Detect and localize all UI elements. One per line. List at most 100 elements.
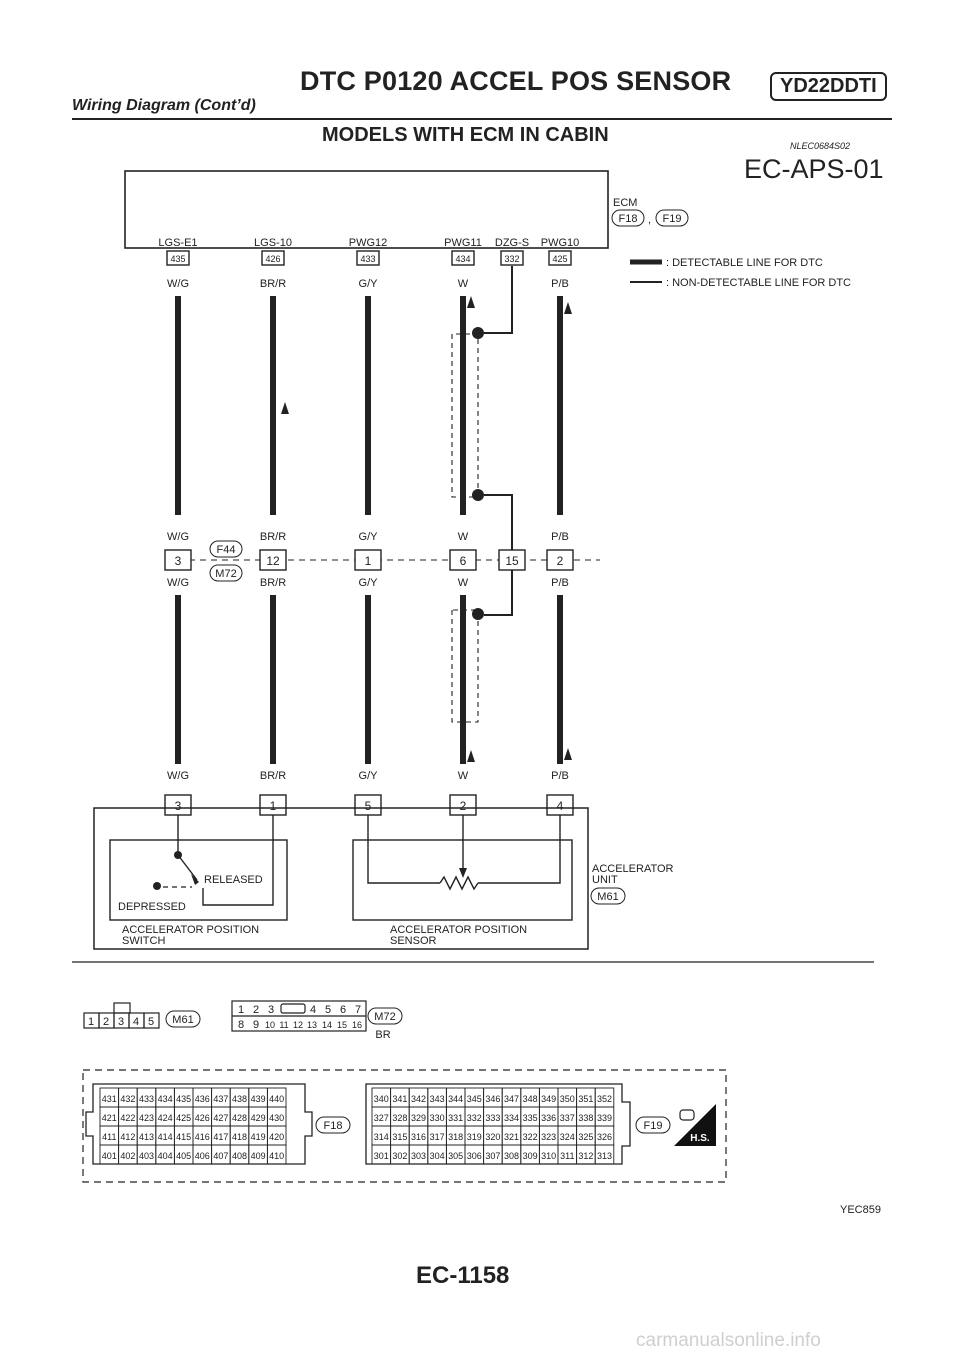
pin-number: 430 <box>269 1113 284 1123</box>
ecm-pin-box <box>166 250 190 266</box>
sensor-wire-pin4 <box>478 815 561 884</box>
joint-pin: 1 <box>365 554 372 568</box>
shield-drain-wire-upper <box>484 266 513 334</box>
pin-number: 349 <box>541 1094 556 1104</box>
pin-number: 351 <box>578 1094 593 1104</box>
pin-number: 338 <box>578 1113 593 1123</box>
wire-color-label: P/B <box>551 278 569 290</box>
pin-number: 308 <box>504 1151 519 1161</box>
pin-number: 342 <box>411 1094 426 1104</box>
ecm-pin: 435 <box>170 254 185 264</box>
page-subtitle: Wiring Diagram (Cont’d) <box>72 97 256 114</box>
pin-number: 425 <box>176 1113 191 1123</box>
pin-number: 410 <box>269 1151 284 1161</box>
accelerator-unit-box <box>93 807 589 950</box>
unit-pin: 1 <box>270 799 277 813</box>
pin-number: 303 <box>411 1151 426 1161</box>
wire-color-label: P/B <box>551 531 569 543</box>
section-title: MODELS WITH ECM IN CABIN <box>322 124 609 146</box>
connector-m61-face <box>83 1002 160 1029</box>
engine-code-badge: YD22DDTI <box>770 72 887 101</box>
joint-pin: 3 <box>175 554 182 568</box>
f19-id: F19 <box>644 1120 663 1132</box>
pin-number: 413 <box>139 1132 154 1142</box>
pin-number: 347 <box>504 1094 519 1104</box>
pin-number: 348 <box>523 1094 538 1104</box>
joint-pin: 2 <box>557 554 564 568</box>
wire-color-label: W <box>458 577 469 589</box>
ecm-box <box>124 170 609 249</box>
page-title: DTC P0120 ACCEL POS SENSOR <box>300 66 732 96</box>
unit-label-line2: UNIT <box>592 874 618 886</box>
wire-color-label: W/G <box>167 577 189 589</box>
switch-box <box>109 839 288 921</box>
pin-number: 343 <box>430 1094 445 1104</box>
m72-color: BR <box>375 1029 390 1041</box>
pin-number: 344 <box>448 1094 463 1104</box>
wire-color-label: G/Y <box>359 577 379 589</box>
m72-id-badge <box>367 1007 403 1025</box>
m72-key <box>280 1003 306 1014</box>
switch-depressed-label: DEPRESSED <box>118 901 186 913</box>
pin-number: 309 <box>523 1151 538 1161</box>
joint-connector-bottom: M72 <box>215 568 236 580</box>
pin-cell <box>594 1144 615 1165</box>
pin-number: 305 <box>448 1151 463 1161</box>
pin-number: 405 <box>176 1151 191 1161</box>
pin-number: 346 <box>485 1094 500 1104</box>
sensor-label-line2: SENSOR <box>390 935 437 947</box>
header-rule <box>72 118 892 120</box>
m61-id: M61 <box>172 1014 193 1026</box>
pin-number: 329 <box>411 1113 426 1123</box>
pin-number: 315 <box>392 1132 407 1142</box>
unit-pin: 4 <box>557 799 564 813</box>
shield-lower-outline <box>451 609 479 723</box>
pin-number: 424 <box>158 1113 173 1123</box>
f18-id: F18 <box>324 1120 343 1132</box>
unit-connector-badge <box>590 887 626 905</box>
ecm-terminal-name: PWG10 <box>541 237 580 249</box>
wire-color-label: G/Y <box>359 278 379 290</box>
pin-number: 317 <box>430 1132 445 1142</box>
m72-pin: 13 <box>307 1020 317 1030</box>
joint-connector-top: F44 <box>217 544 236 556</box>
wire-color-label: G/Y <box>359 770 379 782</box>
joint-pin-box <box>498 549 526 571</box>
pin-number: 327 <box>374 1113 389 1123</box>
wire-color-label: BR/R <box>260 531 286 543</box>
pin-number: 406 <box>195 1151 210 1161</box>
legend-nondetectable-label: : NON-DETECTABLE LINE FOR DTC <box>666 277 851 289</box>
ecm-pin: 426 <box>265 254 280 264</box>
pin-number: 437 <box>213 1094 228 1104</box>
ecm-terminal-name: PWG12 <box>349 237 388 249</box>
ecm-pin-box <box>451 250 475 266</box>
wire-color-label: G/Y <box>359 531 379 543</box>
section-ref: NLEC0684S02 <box>790 141 851 151</box>
pin-number: 306 <box>467 1151 482 1161</box>
wire-color-label: BR/R <box>260 577 286 589</box>
ecm-pin: 434 <box>455 254 470 264</box>
pin-number: 314 <box>374 1132 389 1142</box>
pin-number: 332 <box>467 1113 482 1123</box>
shield-ground-dot <box>472 608 484 620</box>
pin-number: 324 <box>560 1132 575 1142</box>
unit-pin: 2 <box>460 799 467 813</box>
pin-number: 337 <box>560 1113 575 1123</box>
pin-number: 429 <box>251 1113 266 1123</box>
wire-color-label: W <box>458 278 469 290</box>
pin-number: 440 <box>269 1094 284 1104</box>
pin-number: 331 <box>448 1113 463 1123</box>
m72-pin: 7 <box>355 1004 361 1016</box>
pin-number: 304 <box>430 1151 445 1161</box>
pin-number: 433 <box>139 1094 154 1104</box>
arrow-up-icon <box>564 302 572 314</box>
pin-number: 420 <box>269 1132 284 1142</box>
m72-pin: 5 <box>325 1004 331 1016</box>
pin-number: 313 <box>597 1151 612 1161</box>
unit-pin: 3 <box>175 799 182 813</box>
pin-number: 340 <box>374 1094 389 1104</box>
diagram-id: EC-APS-01 <box>744 154 884 184</box>
arrow-up-icon <box>564 748 572 760</box>
